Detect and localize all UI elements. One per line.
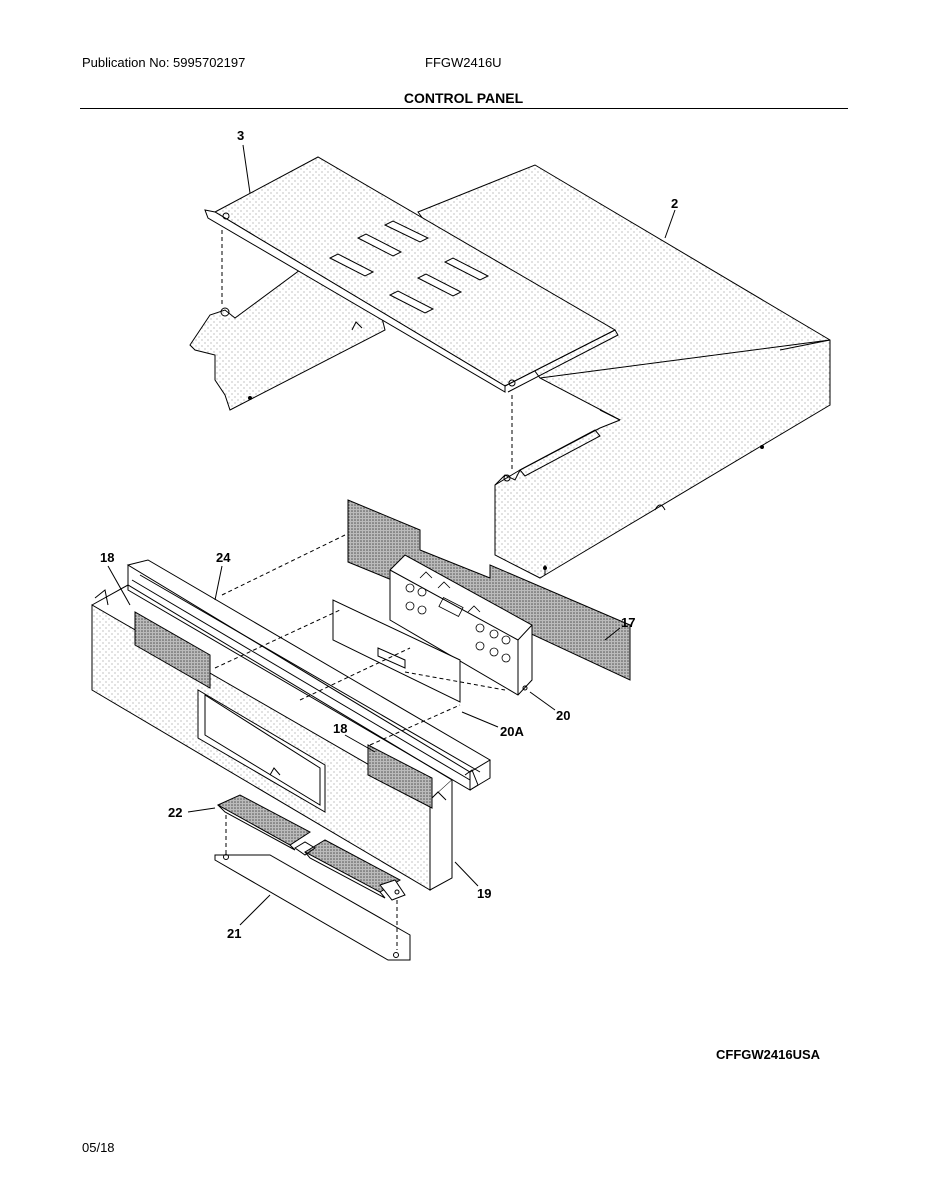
callout-22: 22 [168, 805, 182, 820]
header-divider [80, 108, 848, 109]
footer-date: 05/18 [82, 1140, 115, 1155]
leader-lines [107, 144, 676, 926]
alignment-lines-bottom [214, 534, 506, 950]
part-24-channel-rail [126, 559, 491, 791]
part-18-insulation-left [134, 611, 211, 689]
part-2-rear-frame [417, 164, 831, 579]
part-22-vent-grille [216, 794, 402, 899]
figure-id: CFFGW2416USA [716, 1047, 821, 1062]
callout-24: 24 [216, 550, 231, 565]
left-side-bracket [189, 269, 386, 411]
part-20-control-board [389, 554, 533, 696]
part-21-bottom-shield [214, 854, 411, 961]
callout-3: 3 [237, 128, 244, 143]
part-18-insulation-right [367, 744, 433, 809]
callout-2: 2 [671, 196, 678, 211]
callout-18-left: 18 [100, 550, 114, 565]
model-number: FFGW2416U [425, 55, 502, 70]
publication-number: Publication No: 5995702197 [82, 55, 246, 70]
part-3-top-cover [204, 156, 619, 393]
callout-20a: 20A [500, 724, 524, 739]
part-19-control-panel [91, 584, 453, 891]
callout-20: 20 [556, 708, 570, 723]
alignment-lines-top [221, 230, 513, 472]
callout-17: 17 [621, 615, 635, 630]
callout-19: 19 [477, 886, 491, 901]
page-title: CONTROL PANEL [403, 90, 524, 106]
callout-21: 21 [227, 926, 241, 941]
callout-18-right: 18 [333, 721, 347, 736]
